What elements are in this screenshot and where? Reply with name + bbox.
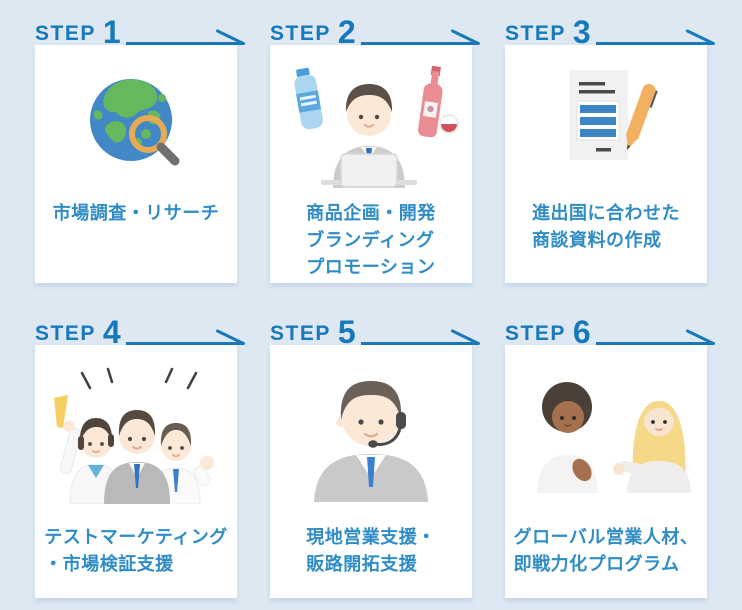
arrow-line-icon [596,28,715,45]
step-label: STEP [35,322,96,345]
caption-line: 販路開拓支援 [306,554,418,574]
businessman-laptop-products-illustration [270,45,472,195]
arrow-line-icon [596,328,715,345]
step-4-caption: テストマーケティング ・市場検証支援 [44,524,228,578]
caption-line: 即戦力化プログラム [513,554,680,574]
step-5-card: 現地営業支援・ 販路開拓支援 [270,345,472,598]
step-3-card: 進出国に合わせた 商談資料の作成 [505,45,707,283]
cheering-team-illustration [35,345,237,519]
arrow-line-icon [361,328,480,345]
step-2-card: 商品企画・開発 ブランディング プロモーション [270,45,472,283]
caption-line: 進出国に合わせた [532,203,680,223]
caption-line: テストマーケティング [44,527,228,547]
step-4: STEP 4 [35,314,237,598]
caption-line: プロモーション [306,257,436,277]
arrow-line-icon [126,328,245,345]
step-2-header: STEP 2 [270,14,480,51]
caption-line: グローバル営業人材、 [513,527,699,547]
document-and-pen-illustration [505,45,707,195]
step-5-header: STEP 5 [270,314,480,351]
caption-line: 現地営業支援・ [306,527,436,547]
step-number: 4 [102,314,121,351]
step-4-card: テストマーケティング ・市場検証支援 [35,345,237,598]
step-1-card: 市場調査・リサーチ [35,45,237,283]
caption-line: 商談資料の作成 [532,230,662,250]
step-number: 5 [337,314,356,351]
operator-with-headset-illustration [270,345,472,519]
step-6: STEP 6 [505,314,707,598]
step-number: 3 [572,14,591,51]
step-4-header: STEP 4 [35,314,245,351]
step-5: STEP 5 現地営業支援・ 販路開拓支援 [270,314,472,598]
step-3: STEP 3 進出国に合わせた [505,14,707,283]
arrow-line-icon [126,28,245,45]
step-number: 2 [337,14,356,51]
step-6-header: STEP 6 [505,314,715,351]
step-2-caption: 商品企画・開発 ブランディング プロモーション [306,200,436,281]
step-number: 6 [572,314,591,351]
step-label: STEP [505,322,566,345]
two-people-talking-illustration [505,345,707,519]
step-1-caption: 市場調査・リサーチ [53,200,220,227]
step-3-header: STEP 3 [505,14,715,51]
caption-line: ・市場検証支援 [44,554,174,574]
step-label: STEP [270,322,331,345]
step-number: 1 [102,14,121,51]
step-label: STEP [270,22,331,45]
globe-with-magnifier-illustration [35,45,237,195]
caption-line: 市場調査・リサーチ [52,203,220,223]
caption-line: 商品企画・開発 [306,203,436,223]
caption-line: ブランディング [306,230,435,250]
step-label: STEP [505,22,566,45]
step-1: STEP 1 市場調査・リサーチ [35,14,237,283]
step-6-caption: グローバル営業人材、 即戦力化プログラム [514,524,699,578]
step-1-header: STEP 1 [35,14,245,51]
step-6-card: グローバル営業人材、 即戦力化プログラム [505,345,707,598]
step-label: STEP [35,22,96,45]
arrow-line-icon [361,28,480,45]
step-2: STEP 2 [270,14,472,283]
step-3-caption: 進出国に合わせた 商談資料の作成 [532,200,680,254]
step-5-caption: 現地営業支援・ 販路開拓支援 [306,524,436,578]
